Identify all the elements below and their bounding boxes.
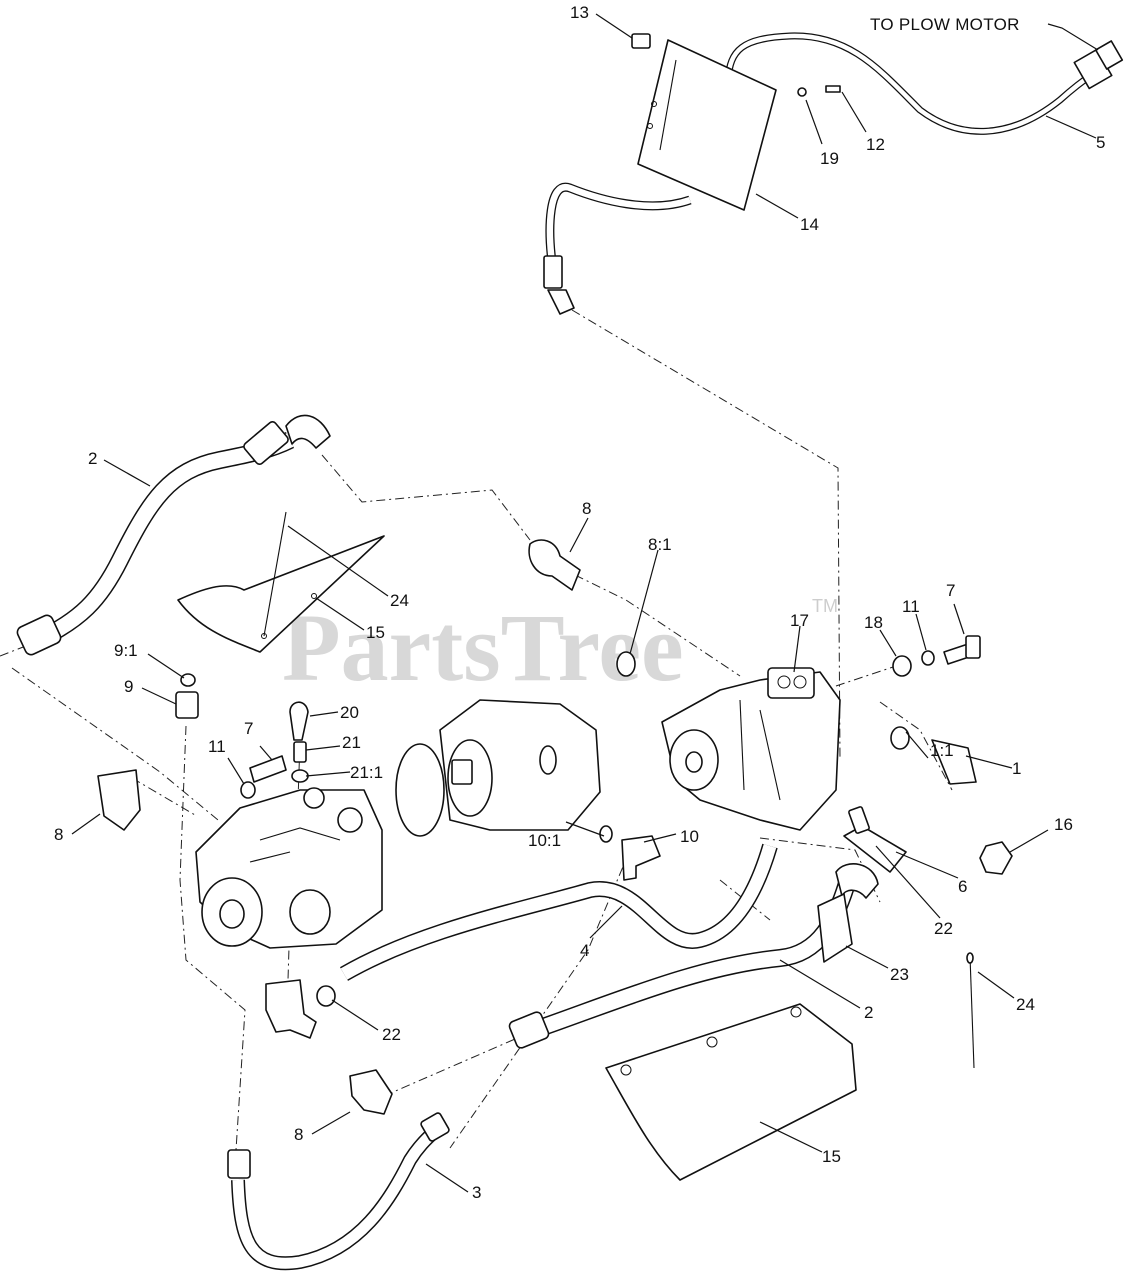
callout-11-left: 11	[208, 737, 226, 756]
callout-7-left: 7	[244, 719, 253, 738]
callout-7-right: 7	[946, 581, 955, 600]
callout-5: 5	[1096, 133, 1105, 152]
callout-19: 19	[820, 149, 839, 168]
hose-5	[724, 32, 1124, 135]
elbow-8-left	[97, 769, 141, 831]
callout-16: 16	[1054, 815, 1073, 834]
leader-lines	[71, 13, 1099, 1193]
callout-23: 23	[890, 965, 909, 984]
callout-2-bottom: 2	[864, 1003, 873, 1022]
callout-24-top: 24	[390, 591, 409, 610]
tee-fitting-22	[265, 979, 336, 1039]
callout-8-1: 8:1	[648, 535, 672, 554]
callout-11-right: 11	[902, 597, 920, 616]
callout-1-1: 1:1	[930, 741, 954, 760]
hardware-right	[892, 635, 981, 677]
callout-9-1: 9:1	[114, 641, 138, 660]
watermark-brand: PartsTree	[282, 594, 684, 701]
hose-guard-14	[637, 39, 777, 211]
callout-13: 13	[570, 3, 589, 22]
callout-20: 20	[340, 703, 359, 722]
hose-14	[543, 182, 692, 315]
gear-pump-middle	[395, 699, 601, 837]
callout-8-left: 8	[54, 825, 63, 844]
callout-3: 3	[472, 1183, 481, 1202]
callout-21-1: 21:1	[350, 763, 383, 782]
elbow-10	[599, 825, 661, 881]
hose-4	[339, 843, 778, 981]
callout-15-top: 15	[366, 623, 385, 642]
callout-12: 12	[866, 135, 885, 154]
callout-10: 10	[680, 827, 699, 846]
callout-15-bottom: 15	[822, 1147, 841, 1166]
pump-left	[195, 787, 383, 949]
cable-tie-24	[966, 952, 975, 1069]
elbow-8-top	[528, 539, 636, 677]
hardware-left	[175, 673, 309, 799]
watermark: PartsTree TM	[282, 594, 838, 701]
callout-22-right: 22	[934, 919, 953, 938]
motor-17	[661, 667, 841, 831]
watermark-trademark: TM	[812, 596, 838, 616]
elbow-8-bottom	[349, 1069, 393, 1115]
hose-shield-15-top	[177, 511, 385, 653]
callout-8-bottom: 8	[294, 1125, 303, 1144]
callout-24-right: 24	[1016, 995, 1035, 1014]
callout-6: 6	[958, 877, 967, 896]
callout-21: 21	[342, 733, 361, 752]
callout-2-top: 2	[88, 449, 97, 468]
callout-4: 4	[580, 941, 589, 960]
callout-18: 18	[864, 613, 883, 632]
hose-2-top	[16, 414, 331, 656]
callout-9: 9	[124, 677, 133, 696]
callout-8-top: 8	[582, 499, 591, 518]
callout-labels: TO PLOW MOTOR 13 12 19 5 14 2 24 15 8 8:…	[54, 3, 1105, 1202]
callout-17: 17	[790, 611, 809, 630]
guard-23	[817, 893, 853, 963]
note-to-plow-motor: TO PLOW MOTOR	[870, 15, 1020, 34]
callout-22-left: 22	[382, 1025, 401, 1044]
small-hardware-top	[631, 33, 841, 97]
callout-14: 14	[800, 215, 819, 234]
fittings-right	[843, 726, 1013, 875]
callout-1: 1	[1012, 759, 1021, 778]
hose-shield-15-bottom	[605, 1003, 857, 1181]
hose-3	[227, 1112, 450, 1271]
callout-10-1: 10:1	[528, 831, 561, 850]
